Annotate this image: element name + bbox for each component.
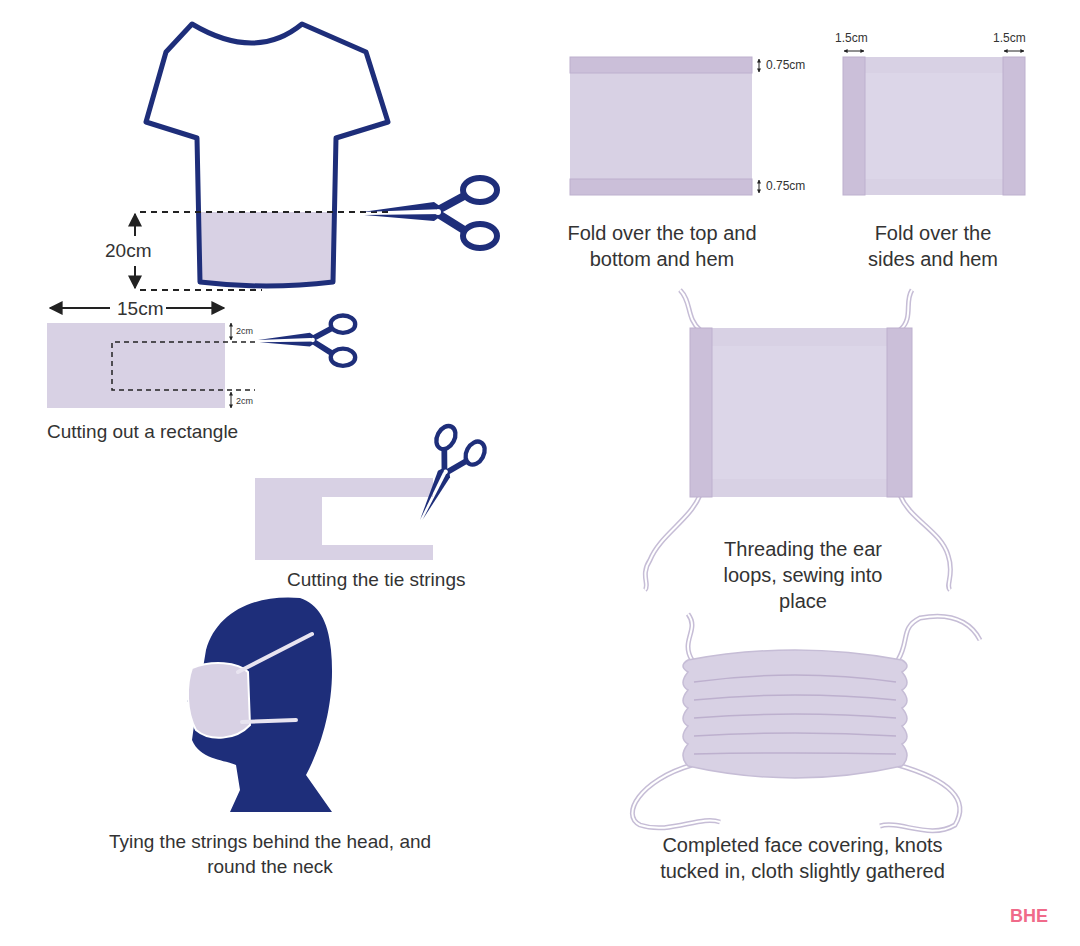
t-shirt — [146, 24, 388, 286]
dimension-arrow — [231, 323, 232, 340]
dimension-label: 20cm — [105, 239, 151, 264]
dimension-arrow — [50, 307, 110, 309]
scissors — [362, 178, 497, 248]
dimension-arrow — [134, 214, 136, 236]
fold-sides — [843, 57, 1025, 195]
watermark: BHE — [1010, 905, 1048, 928]
step-caption: Cutting the tie strings — [287, 568, 465, 593]
step-caption: Tying the strings behind the head, and r… — [95, 830, 445, 879]
cut-line — [112, 342, 255, 390]
fabric-strings — [255, 478, 433, 560]
dimension-label: 1.5cm — [835, 31, 868, 47]
step-caption: Fold over the top and bottom and hem — [566, 220, 758, 272]
fold-top-bottom — [570, 57, 752, 195]
dimension-label: 2cm — [236, 396, 253, 408]
step-caption: Fold over the sides and hem — [860, 220, 1006, 272]
step-caption: Cutting out a rectangle — [47, 420, 238, 445]
cut-line — [140, 289, 262, 291]
step-caption: Threading the ear loops, sewing into pla… — [712, 536, 894, 614]
scissors — [258, 316, 355, 366]
dimension-label: 2cm — [236, 326, 253, 338]
dimension-arrow — [759, 180, 760, 193]
dimension-label: 15cm — [114, 297, 166, 322]
dimension-label: 1.5cm — [993, 31, 1026, 47]
completed-mask — [632, 614, 980, 831]
step-caption: Completed face covering, knots tucked in… — [650, 832, 955, 884]
dimension-arrow — [1004, 51, 1024, 52]
scissors — [398, 423, 488, 532]
fabric-rectangle — [47, 323, 225, 408]
dimension-label: 0.75cm — [766, 179, 805, 195]
dimension-arrow — [231, 392, 232, 408]
cut-line — [140, 211, 392, 213]
dimension-arrow — [134, 266, 136, 288]
head-silhouette — [187, 597, 332, 812]
dimension-arrow — [759, 59, 760, 72]
dimension-label: 0.75cm — [766, 58, 805, 74]
dimension-arrow — [166, 307, 224, 309]
dimension-arrow — [844, 51, 864, 52]
